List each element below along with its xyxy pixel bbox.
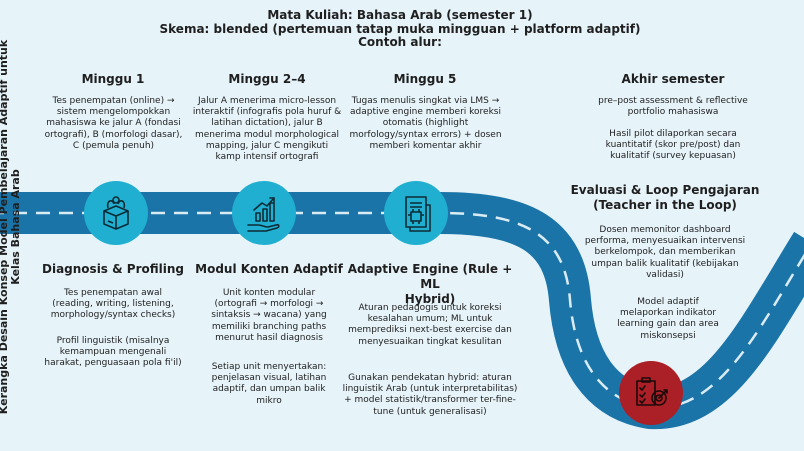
step-circle-1	[84, 181, 148, 245]
text-line: memprediksi next-best exercise dan	[348, 325, 512, 336]
text-line: sintaksis → wacana) yang	[211, 310, 327, 321]
bottom-text-2b: Setiap unit menyertakan: penjelasan visu…	[189, 362, 349, 407]
step-circle-2	[232, 181, 296, 245]
target-checklist-icon	[636, 377, 668, 406]
side-title: Kerangka Desain Konsep Model Pembelajara…	[0, 12, 22, 442]
top-heading-2: Minggu 2–4	[228, 72, 306, 86]
text-line: linguistik Arab (untuk interpretabilitas…	[342, 384, 518, 395]
text-line: learning gain dan area	[617, 319, 719, 330]
text-line: Tes penempatan (online) →	[52, 96, 175, 106]
text-line: memberi komentar akhir	[369, 140, 482, 151]
heading-line: Evaluasi & Loop Pengajaran	[570, 183, 760, 197]
text-line: menerima modul morphological	[194, 129, 340, 140]
top-text-1: Tes penempatan (online) → sistem mengelo…	[36, 96, 191, 152]
text-line: Gunakan pendekatan hybrid: aturan	[348, 373, 512, 383]
text-line: interaktif (infografis pola huruf &	[192, 107, 342, 118]
text-line: (reading, writing, listening,	[52, 299, 174, 310]
text-line: (ortografi → morfologi →	[214, 299, 324, 310]
heading-line: Adaptive Engine (Rule + ML	[347, 262, 513, 291]
text-line: adaptive engine memberi koreksi	[350, 107, 501, 118]
bottom-heading-1: Diagnosis & Profiling	[42, 262, 184, 276]
text-line: morfology/syntax errors) + dosen	[349, 129, 502, 140]
text-line: menyesuaikan tingkat kesulitan	[358, 336, 502, 347]
text-line: Dosen memonitor dashboard	[599, 225, 731, 235]
text-line: kemampuan mengenali	[59, 347, 167, 358]
bottom-text-1b: Profil linguistik (misalnya kemampuan me…	[28, 336, 198, 370]
text-line: Model adaptif	[637, 297, 699, 307]
text-line: ortografi), B (morfologi dasar),	[44, 129, 183, 140]
text-line: kualitatif (survey kepuasan)	[610, 151, 736, 162]
text-line: + model statistik/transformer ter-fine-	[344, 395, 516, 406]
top-text-4b: Hasil pilot dilaporkan secara kuantitati…	[585, 129, 761, 163]
text-line: harakat, penguasaan pola fi'il)	[44, 358, 182, 369]
text-line: sistem mengelompokkan	[56, 107, 171, 118]
text-line: penjelasan visual, latihan	[211, 373, 327, 384]
text-line: Tes penempatan awal	[63, 288, 163, 298]
text-line: portfolio mahasiswa	[627, 107, 719, 118]
text-line: berkelompok, dan memberikan	[594, 247, 736, 258]
bottom-text-3a: Aturan pedagogis untuk koreksi kesalahan…	[340, 303, 520, 348]
bottom-text-2a: Unit konten modular (ortografi → morfolo…	[189, 288, 349, 344]
header-line-1: Mata Kuliah: Bahasa Arab (semester 1)	[267, 8, 533, 22]
text-line: tune (untuk generalisasi)	[373, 406, 487, 417]
top-text-2: Jalur A menerima micro-lesson interaktif…	[186, 96, 348, 163]
bottom-text-1a: Tes penempatan awal (reading, writing, l…	[28, 288, 198, 322]
text-line: Setiap unit menyertakan:	[211, 362, 327, 372]
text-line: memiliki branching paths	[211, 321, 327, 332]
text-line: C (pemula penuh)	[72, 140, 155, 151]
bottom-text-4a: Dosen memonitor dashboard performa, meny…	[572, 225, 758, 281]
text-line: morphology/syntax checks)	[50, 310, 176, 321]
text-line: kamp intensif ortografi	[215, 152, 319, 163]
text-line: pre–post assessment & reflective	[598, 96, 748, 106]
top-text-3: Tugas menulis singkat via LMS → adaptive…	[343, 96, 508, 152]
side-title-line-2: Kelas Bahasa Arab	[9, 169, 22, 285]
bottom-heading-4: Evaluasi & Loop Pengajaran (Teacher in t…	[565, 183, 765, 213]
text-line: validasi)	[646, 269, 684, 280]
top-heading-3: Minggu 5	[393, 72, 457, 86]
header-line-2: Skema: blended (pertemuan tatap muka min…	[159, 21, 641, 36]
text-line: miskonsepsi	[640, 330, 696, 341]
text-line: mikro	[256, 395, 282, 406]
box-icon	[103, 196, 129, 230]
text-line: kesalahan umum; ML untuk	[367, 314, 493, 325]
bottom-text-4b: Model adaptif melaporkan indikator learn…	[600, 297, 736, 342]
text-line: Tugas menulis singkat via LMS →	[351, 96, 500, 106]
step-circle-4	[619, 361, 683, 425]
document-chip-icon	[405, 196, 431, 232]
text-line: Hasil pilot dilaporkan secara	[609, 129, 737, 139]
bottom-heading-3: Adaptive Engine (Rule + ML Hybrid)	[340, 262, 520, 307]
page-header: Mata Kuliah: Bahasa Arab (semester 1) Sk…	[150, 8, 650, 50]
top-heading-4: Akhir semester	[621, 72, 725, 86]
header-line-3: Contoh alur:	[358, 35, 442, 49]
text-line: otomatis (highlight	[382, 118, 469, 129]
text-line: kuantitatif (skor pre/post) dan	[605, 140, 741, 151]
top-heading-1: Minggu 1	[81, 72, 145, 86]
text-line: melaporkan indikator	[619, 308, 717, 319]
text-line: latihan dictation), jalur B	[211, 118, 323, 129]
text-line: adaptif, dan umpan balik	[212, 384, 326, 395]
text-line: mahasiswa ke jalur A (fondasi	[46, 118, 181, 129]
text-line: mapping, jalur C mengikuti	[205, 140, 329, 151]
heading-line: (Teacher in the Loop)	[593, 198, 737, 212]
step-circle-3	[384, 181, 448, 245]
top-text-4a: pre–post assessment & reflective portfol…	[585, 96, 761, 118]
text-line: umpan balik kualitatif (kebijakan	[591, 258, 739, 269]
text-line: performa, menyesuaikan intervensi	[584, 236, 746, 247]
heading-line: Hybrid)	[404, 292, 456, 306]
text-line: Aturan pedagogis untuk koreksi	[358, 303, 502, 313]
growth-chart-icon	[247, 197, 280, 232]
bottom-heading-2: Modul Konten Adaptif	[195, 262, 343, 276]
text-line: Unit konten modular	[222, 288, 316, 298]
bottom-text-3b: Gunakan pendekatan hybrid: aturan lingui…	[336, 373, 524, 418]
text-line: Jalur A menerima micro-lesson	[197, 96, 337, 106]
text-line: menurut hasil diagnosis	[215, 332, 323, 343]
text-line: Profil linguistik (misalnya	[56, 336, 170, 346]
